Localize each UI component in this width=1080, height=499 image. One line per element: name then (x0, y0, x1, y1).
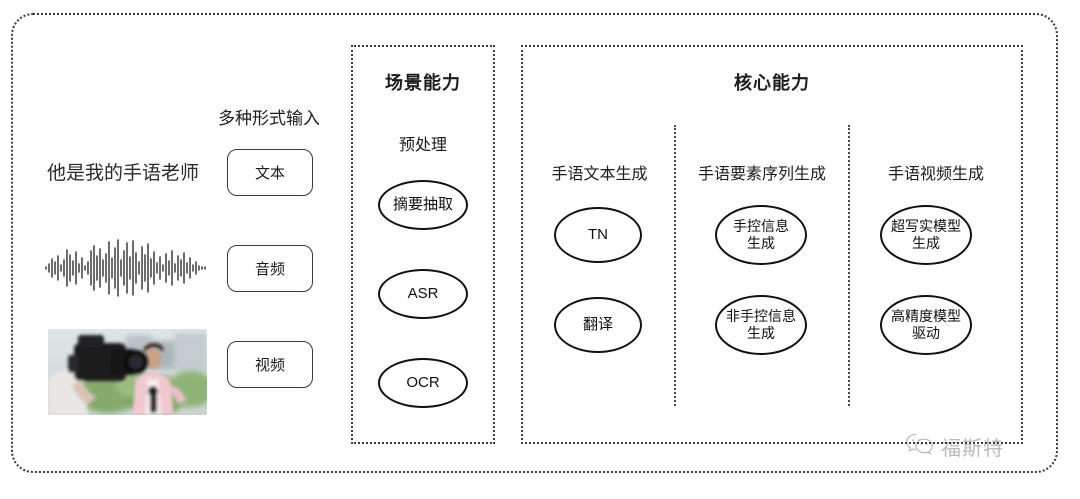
node-ocr-label: OCR (406, 374, 440, 392)
node-manual-info-generation[interactable]: 手控信息生成 (715, 205, 807, 265)
core-column-divider-2 (848, 125, 850, 406)
node-abstract-extraction[interactable]: 摘要抽取 (378, 180, 468, 230)
core-column-1-label: 手语文本生成 (551, 166, 648, 183)
modality-button-video-label: 视频 (254, 357, 285, 374)
core-column-divider-1 (674, 125, 676, 406)
outer-dotted-frame (11, 13, 1058, 473)
scene-capability-title: 场景能力 (385, 73, 461, 93)
modality-button-video[interactable]: 视频 (227, 341, 313, 388)
node-high-precision-model-driving-label: 高精度模型驱动 (891, 308, 961, 341)
scene-preprocess-label: 预处理 (398, 137, 447, 154)
node-tn-label: TN (588, 226, 608, 244)
node-asr-label: ASR (407, 285, 439, 303)
core-capability-section: 核心能力 (521, 45, 1023, 444)
node-tn[interactable]: TN (554, 207, 642, 263)
watermark: 福斯特 (905, 432, 1004, 461)
node-photorealistic-model-generation[interactable]: 超写实模型生成 (880, 205, 972, 265)
scene-capability-section: 场景能力 (351, 45, 495, 444)
video-thumbnail-image (48, 329, 207, 415)
modality-button-text[interactable]: 文本 (227, 149, 313, 196)
node-translation-label: 翻译 (582, 316, 613, 334)
node-non-manual-info-generation-label: 非手控信息生成 (726, 308, 796, 341)
input-panel-heading: 多种形式输入 (218, 109, 320, 128)
modality-button-audio[interactable]: 音频 (227, 245, 313, 292)
node-abstract-extraction-label: 摘要抽取 (392, 196, 453, 214)
wechat-icon (905, 432, 935, 461)
core-capability-title: 核心能力 (734, 73, 810, 93)
node-photorealistic-model-generation-label: 超写实模型生成 (891, 218, 961, 251)
node-high-precision-model-driving[interactable]: 高精度模型驱动 (880, 295, 972, 355)
modality-button-audio-label: 音频 (254, 261, 285, 278)
node-translation[interactable]: 翻译 (554, 297, 642, 353)
node-non-manual-info-generation[interactable]: 非手控信息生成 (715, 295, 807, 355)
sample-sentence-text: 他是我的手语老师 (47, 163, 200, 184)
audio-waveform-icon (44, 238, 207, 298)
core-column-3-label: 手语视频生成 (887, 166, 984, 183)
node-ocr[interactable]: OCR (378, 358, 468, 408)
node-manual-info-generation-label: 手控信息生成 (733, 218, 789, 251)
node-asr[interactable]: ASR (378, 269, 468, 319)
modality-button-text-label: 文本 (254, 165, 285, 182)
core-column-2-label: 手语要素序列生成 (697, 166, 826, 183)
watermark-text: 福斯特 (941, 438, 1004, 460)
